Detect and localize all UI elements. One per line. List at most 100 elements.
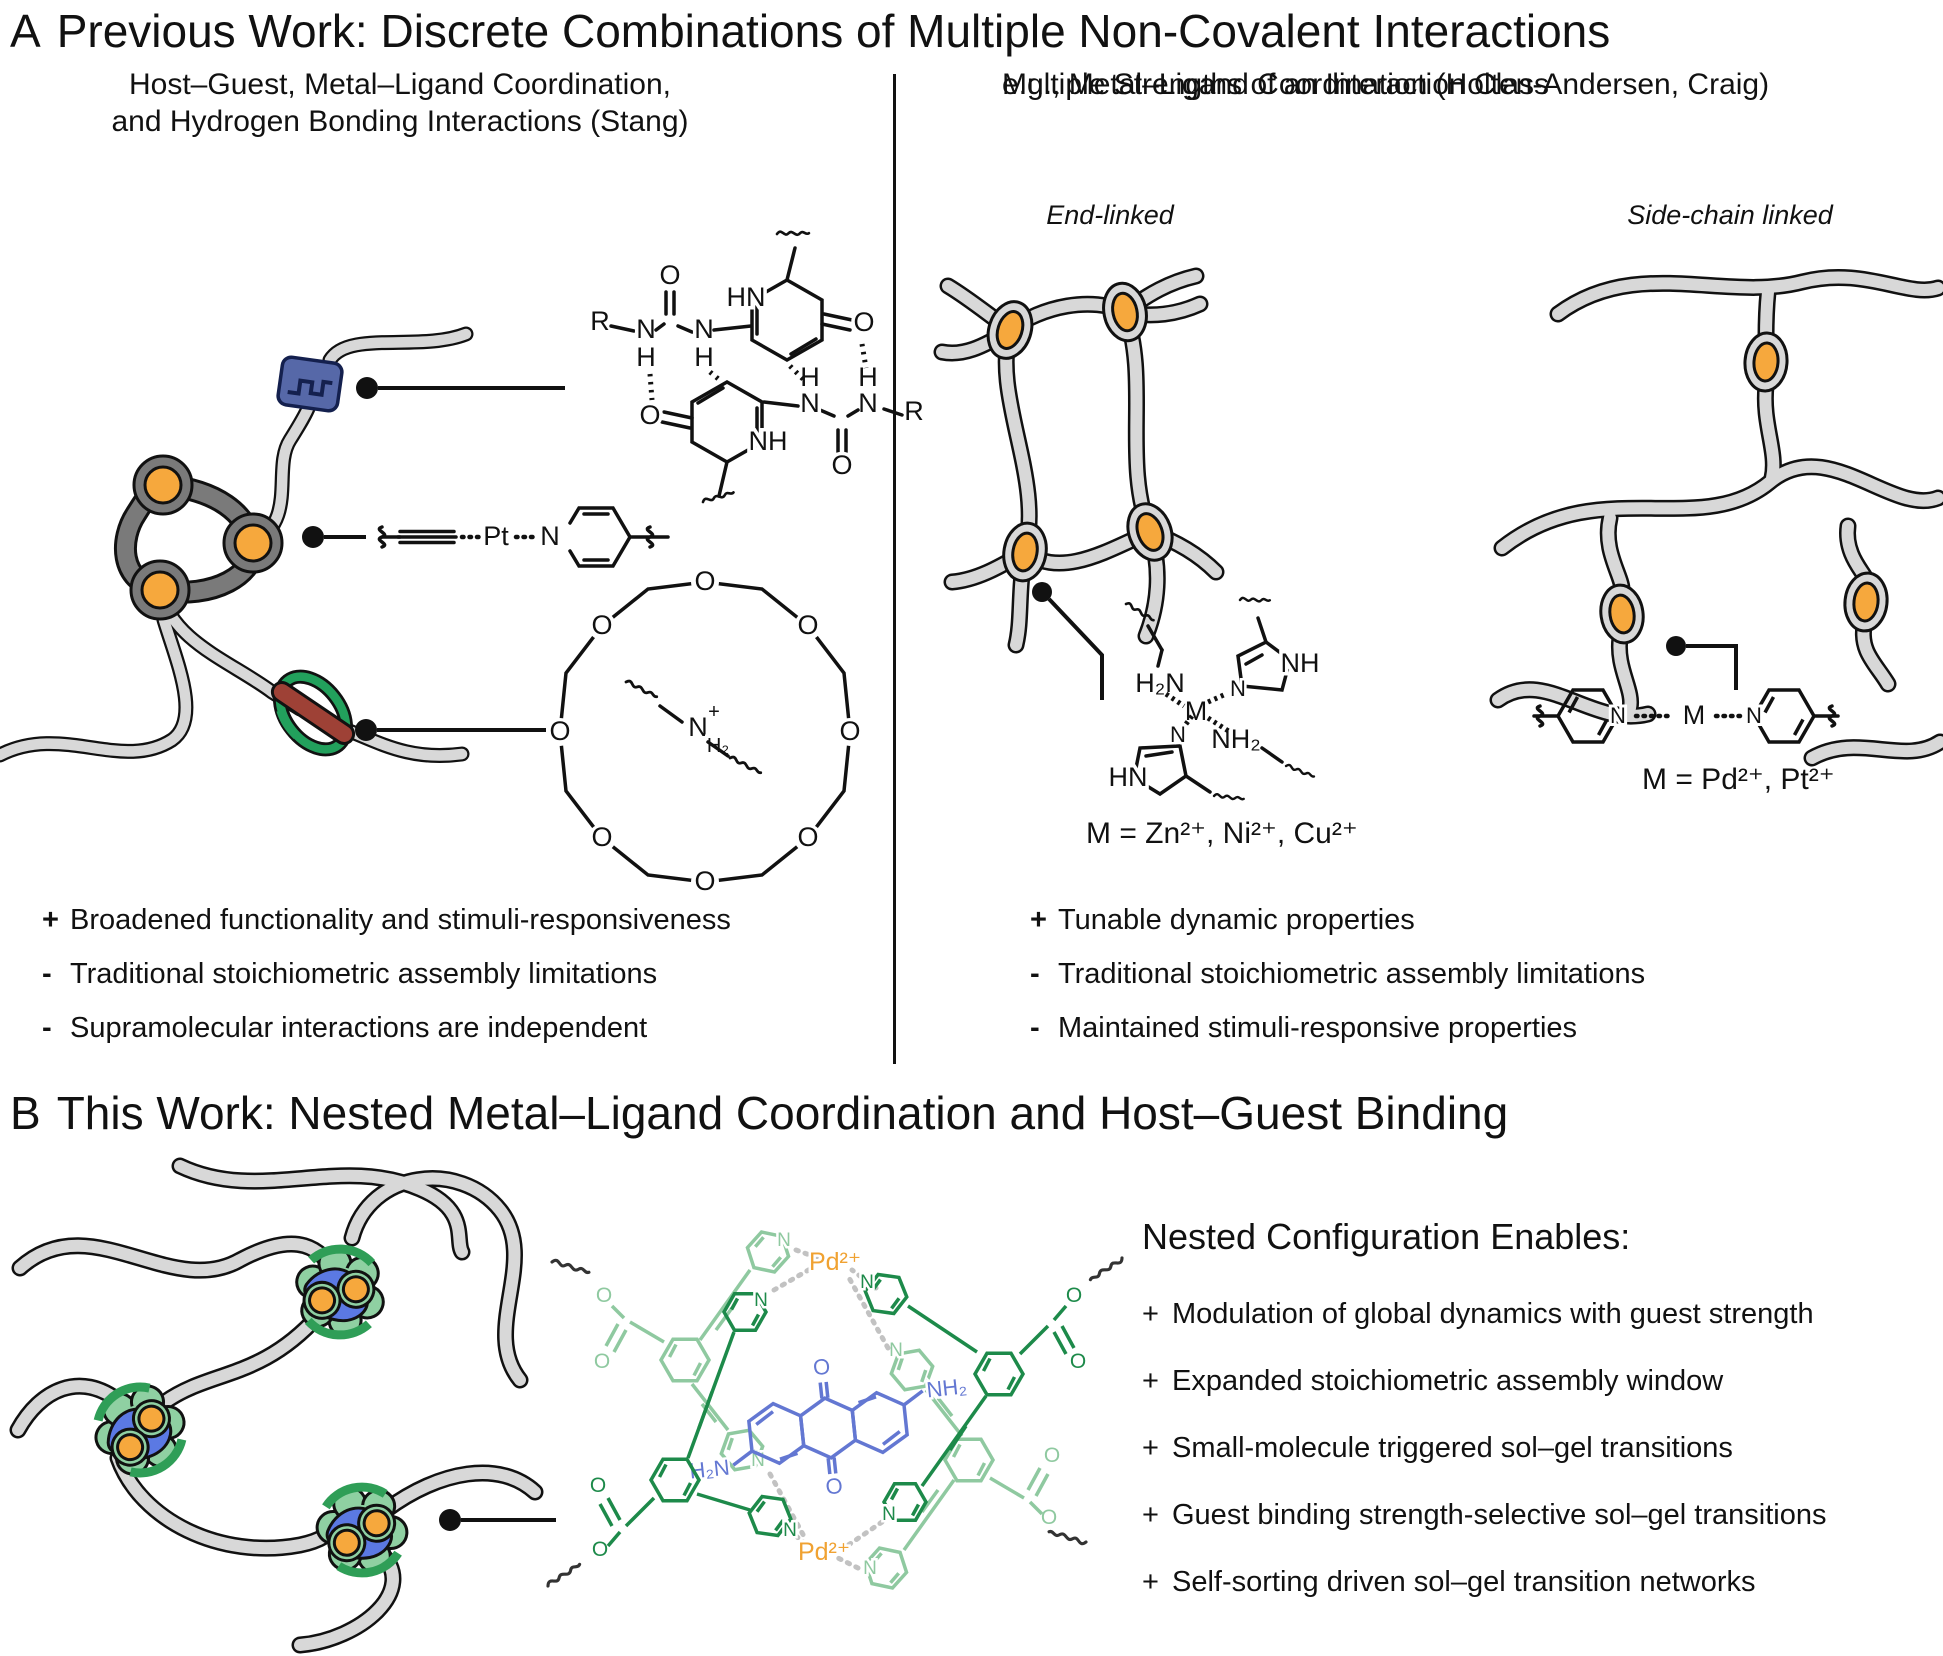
panel-b-points: +Modulation of global dynamics with gues…	[1142, 1298, 1827, 1598]
pseudorotaxane-icon	[270, 669, 356, 757]
atom-label: N	[1170, 722, 1186, 747]
svg-text:O: O	[592, 1538, 608, 1561]
metal-imidazole-complex: H₂N M NH₂ N NH N HN	[1105, 593, 1323, 805]
atom-label: N	[540, 521, 560, 551]
atom-label: O	[639, 400, 660, 430]
crown-ether-structure: O O O O O O O O N + H₂	[546, 566, 864, 896]
atom-label: H₂N	[688, 1455, 731, 1484]
atom-label: O	[659, 260, 680, 290]
panel-a-right-graphic: H₂N M NH₂ N NH N HN	[900, 150, 1943, 805]
atom-label: H	[694, 342, 714, 372]
nested-heading: Nested Configuration Enables:	[1142, 1216, 1631, 1257]
panel-a-left-graphic: R N H O N H HN O R N H O	[0, 227, 927, 896]
cage-front-ligands: O O O O	[543, 1256, 1127, 1588]
atom-label: M	[1683, 700, 1706, 730]
panel-b-title-text: This Work: Nested Metal–Ligand Coordinat…	[56, 1087, 1509, 1139]
atom-label: N	[863, 1558, 877, 1579]
panel-b-title: B This Work: Nested Metal–Ligand Coordina…	[10, 1086, 1508, 1140]
cage-back-ligands: O O O O	[550, 1228, 1088, 1592]
atom-label: O	[591, 822, 612, 852]
callout-dot	[1666, 636, 1686, 656]
panel-b-graphic: O O O O N	[0, 1145, 1127, 1656]
svg-text:O: O	[594, 1350, 610, 1373]
atom-label: N	[783, 1520, 797, 1541]
callout-line	[1686, 644, 1738, 690]
svg-text:O: O	[1070, 1350, 1086, 1373]
atom-label: O	[797, 610, 818, 640]
atom-label: N	[858, 388, 878, 418]
atom-label: H₂N	[1135, 668, 1184, 698]
atom-label: NH	[1281, 648, 1320, 678]
side-chain-network-graphic	[1498, 277, 1940, 758]
pyridine-metal-structure: N N M	[1532, 688, 1840, 744]
atom-label: M	[1185, 696, 1208, 726]
pt-alkyne-pyridine-structure: Pt N	[377, 506, 670, 568]
pd-label: Pd²⁺	[798, 1538, 850, 1566]
svg-text:O: O	[1041, 1506, 1057, 1529]
svg-text:O: O	[590, 1474, 606, 1497]
atom-label: N	[800, 388, 820, 418]
panel-a-title-text: Previous Work: Discrete Combinations of …	[56, 5, 1611, 57]
panel-a-left-points: +Broadened functionality and stimuli-res…	[42, 904, 731, 1044]
atom-label: O	[549, 716, 570, 746]
atom-label: O	[812, 1354, 832, 1381]
atom-label: R	[904, 396, 924, 426]
atom-label: N	[694, 314, 714, 344]
atom-label: Pt	[483, 521, 509, 551]
panel-divider	[893, 74, 896, 1064]
panel-a-letter: A	[10, 5, 41, 57]
atom-label: N	[860, 1272, 874, 1293]
atom-label: +	[708, 701, 720, 723]
end-linked-network-graphic	[942, 276, 1216, 700]
atom-label: N	[1230, 676, 1246, 701]
atom-label: N	[882, 1504, 896, 1525]
callout-dot	[439, 1509, 461, 1531]
atom-label: O	[839, 716, 860, 746]
pd-cage-structure: O O O O N	[543, 1228, 1127, 1592]
atom-label: N	[889, 1340, 903, 1361]
atom-label: NH₂	[1211, 724, 1260, 754]
panel-b-letter: B	[10, 1087, 41, 1139]
atom-label: NH	[749, 426, 788, 456]
atom-label: N	[1610, 703, 1626, 728]
atom-label: O	[797, 822, 818, 852]
guest-molecule: O O H₂N NH₂	[686, 1351, 971, 1502]
metal-node	[129, 454, 284, 621]
atom-label: O	[591, 610, 612, 640]
svg-text:O: O	[596, 1284, 612, 1307]
atom-label: H	[858, 362, 878, 392]
nested-network-graphic	[18, 1166, 556, 1645]
atom-label: O	[694, 566, 715, 596]
atom-label: NH₂	[925, 1373, 968, 1402]
atom-label: H	[800, 362, 820, 392]
atom-label: N	[754, 1290, 768, 1311]
atom-label: HN	[727, 282, 766, 312]
svg-text:O: O	[1066, 1284, 1082, 1307]
callout-dot	[1032, 582, 1052, 602]
panel-a-right-subtitle: Multiple Strengths of an Interaction Cla…	[1002, 68, 1770, 101]
atom-label: N	[688, 712, 708, 742]
callout-pointers	[302, 377, 565, 741]
pd-label: Pd²⁺	[809, 1248, 861, 1276]
atom-label: HN	[1109, 762, 1148, 792]
svg-text:O: O	[1044, 1444, 1060, 1467]
atom-label: O	[824, 1473, 844, 1500]
callout-line	[1047, 597, 1104, 700]
hbond-unit-icon	[276, 355, 344, 413]
atom-label: O	[853, 307, 874, 337]
panel-a-title: A Previous Work: Discrete Combinations of…	[10, 4, 1610, 58]
atom-label: N	[1746, 703, 1762, 728]
metals-end-linked-label: M = Zn²⁺, Ni²⁺, Cu²⁺	[1086, 817, 1358, 850]
hydrogen-bond-structure: R N H O N H HN O R N H O	[587, 227, 927, 504]
atom-label: O	[694, 866, 715, 896]
metals-side-chain-label: M = Pd²⁺, Pt²⁺	[1642, 763, 1835, 796]
panel-a-left-subtitle: Host–Guest, Metal–Ligand Coordination, a…	[111, 68, 689, 138]
atom-label: N	[636, 314, 656, 344]
side-chain-linked-label: Side-chain linked	[1627, 200, 1833, 230]
atom-label: R	[590, 306, 610, 336]
atom-label: O	[831, 450, 852, 480]
end-linked-label: End-linked	[1046, 200, 1174, 230]
atom-label: N	[777, 1230, 791, 1251]
atom-label: H	[636, 342, 656, 372]
